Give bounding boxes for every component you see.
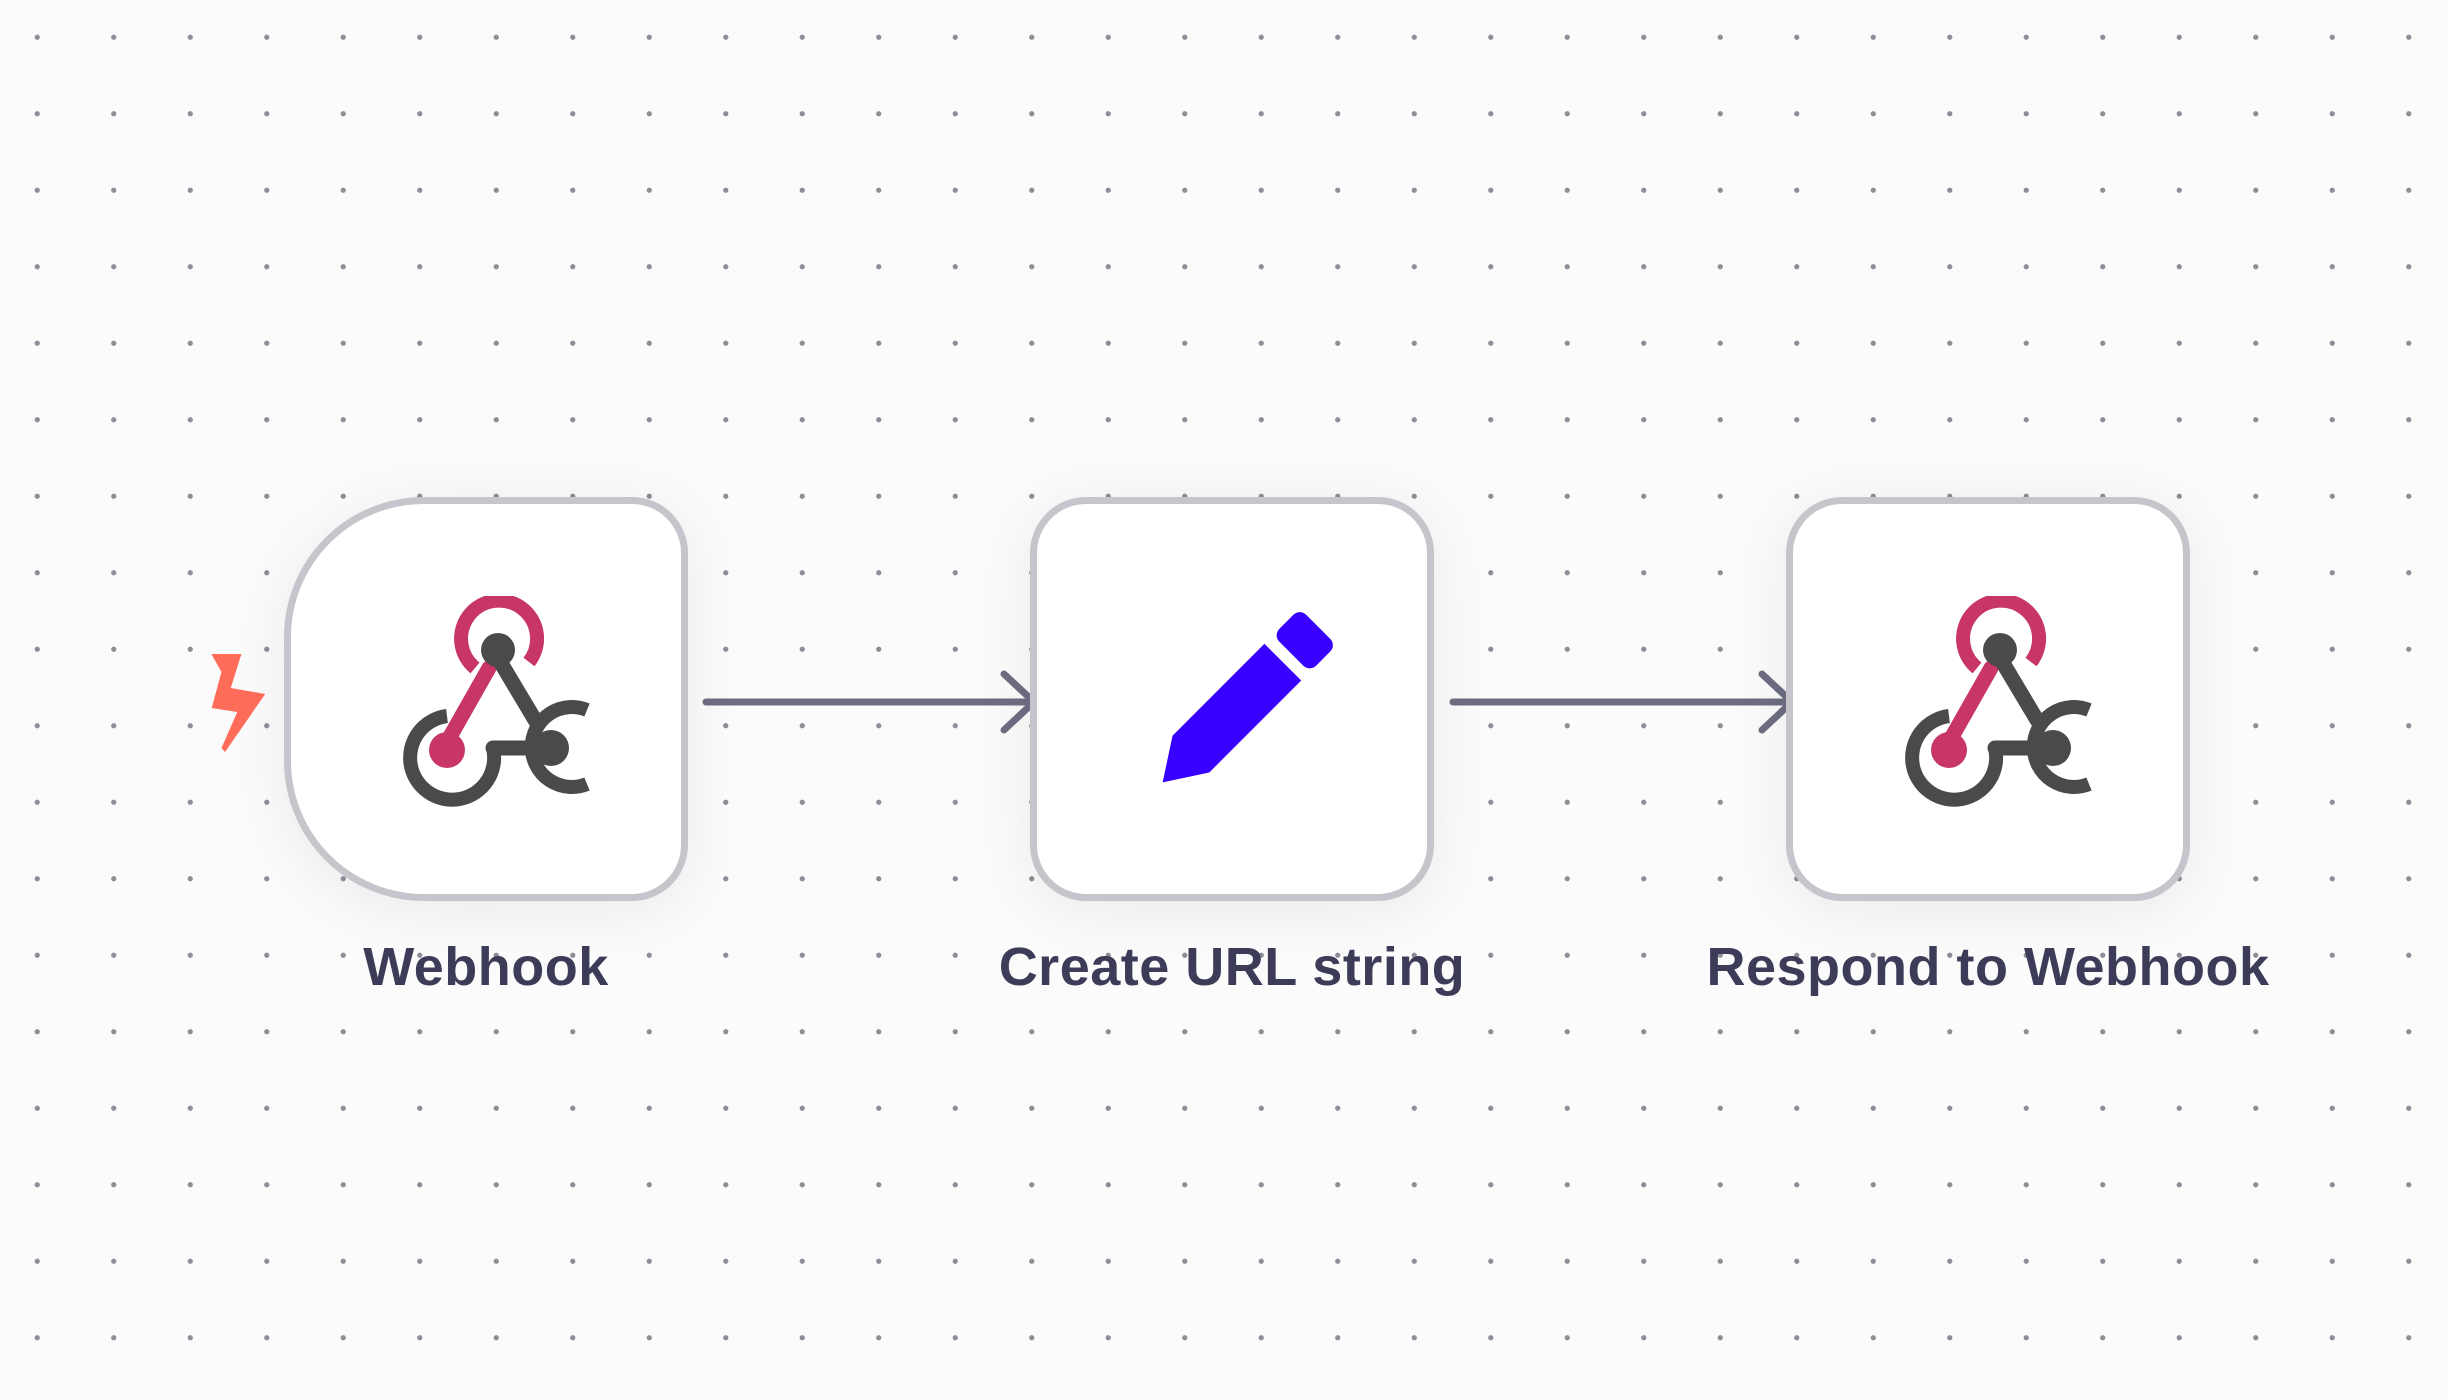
node-box[interactable] xyxy=(1786,497,2190,901)
node-respond-to-webhook[interactable]: Respond to Webhook xyxy=(1707,497,2269,997)
trigger-bolt-icon xyxy=(211,654,266,752)
webhook-icon xyxy=(1905,596,2092,807)
node-label: Respond to Webhook xyxy=(1706,937,2270,997)
connection-webhook-to-create-url-string[interactable] xyxy=(702,670,1038,734)
pencil-icon xyxy=(1162,612,1333,783)
webhook-icon xyxy=(403,596,590,807)
node-create-url-string[interactable]: Create URL string xyxy=(999,497,1465,997)
node-box[interactable] xyxy=(284,497,688,901)
connection-create-url-string-to-respond-to-webhook[interactable] xyxy=(1449,670,1796,734)
node-webhook[interactable]: Webhook xyxy=(284,497,688,997)
node-label: Create URL string xyxy=(998,937,1466,997)
node-box[interactable] xyxy=(1030,497,1434,901)
node-label: Webhook xyxy=(363,937,609,997)
